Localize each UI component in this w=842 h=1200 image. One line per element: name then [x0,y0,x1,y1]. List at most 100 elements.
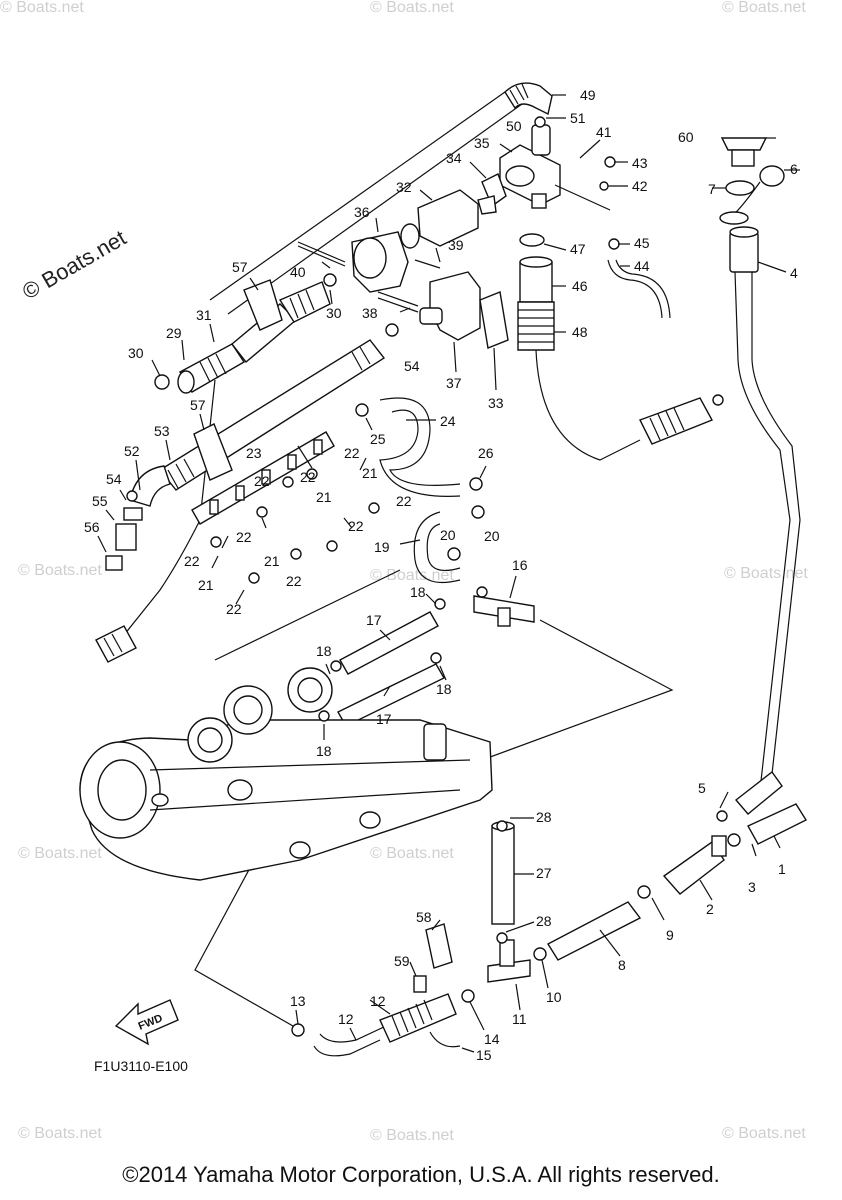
bellows [509,83,529,105]
callout-label: 51 [570,110,586,126]
callout-label: 49 [580,87,596,103]
filler-cap [720,137,768,151]
callout-label: 54 [404,358,420,374]
bellows [167,346,371,489]
watermark: © Boats.net [370,567,454,584]
callout-label: 36 [354,204,370,220]
watermark: © Boats.net [722,0,806,16]
callout-label: 45 [634,235,650,251]
bolt [297,241,346,263]
callout-label: 31 [196,307,212,323]
hose-24 [379,397,461,486]
callout-label: 22 [226,601,242,617]
callout-label: 14 [484,1031,500,1047]
watermark: © Boats.net [0,0,84,16]
callout-label: 18 [410,584,426,600]
tie-15 [429,1031,461,1048]
bolt [377,297,419,313]
callout-label: 30 [128,345,144,361]
tee-16 [497,607,511,627]
watermark: © Boats.net [370,845,454,862]
bolt [297,245,346,267]
hose-end [177,370,195,394]
hose-17 [339,611,439,675]
leader-lines [97,94,800,1053]
callout-label: 25 [370,431,386,447]
callout-label: 54 [106,471,122,487]
thermostat-port [505,165,535,187]
watermark: © Boats.net [370,0,454,16]
callout-label: 3 [748,879,756,895]
bellows [199,353,227,383]
callout-label: 44 [634,258,650,274]
callout-label: 24 [440,413,456,429]
fitting-55 [123,507,143,521]
filler-cap-6 [759,165,785,187]
callout-label: 38 [362,305,378,321]
hose-19 [413,511,461,584]
water-housing [417,189,479,247]
callout-label: 35 [474,135,490,151]
callout-label: 22 [344,445,360,461]
callout-label: 34 [446,150,462,166]
filler-cap [731,149,755,167]
bellows [289,289,315,319]
callout-label: 21 [198,577,214,593]
callout-label: 39 [448,237,464,253]
callout-label: 18 [316,743,332,759]
callout-label: 20 [484,528,500,544]
watermark-main: © Boats.net [18,225,130,304]
fitting-55 [115,523,137,551]
callout-label: 22 [254,473,270,489]
callout-label: 6 [790,161,798,177]
tee-11 [487,959,531,983]
bellows-13 [379,993,457,1043]
callout-label: 10 [546,989,562,1005]
hose-48-path [535,349,641,461]
clamps [126,116,741,1037]
bolt-59 [413,975,427,993]
hose-elbow [504,82,553,116]
callout-label: 12 [338,1011,354,1027]
y-joint-port [711,835,727,857]
seal-7 [725,180,755,196]
callout-label: 52 [124,443,140,459]
hose-24 [379,409,461,497]
callout-label: 30 [326,305,342,321]
callout-label: 13 [290,993,306,1009]
fwd-arrow-icon [114,999,179,1046]
hose-19 [426,523,461,571]
callout-label: 28 [536,913,552,929]
callout-label: 48 [572,324,588,340]
callout-label: 40 [290,264,306,280]
housing-37 [429,271,481,341]
callout-label: 4 [790,265,798,281]
filler-hose [751,272,801,793]
callout-label: 32 [396,179,412,195]
callout-label: 21 [316,489,332,505]
bellows [518,309,554,343]
callout-label: 46 [572,278,588,294]
callout-label: 7 [708,181,716,197]
bolt [414,259,441,269]
watermark: © Boats.net [18,1125,102,1142]
watermark: © Boats.net [722,1125,806,1142]
callout-label: 22 [286,573,302,589]
o-ring [719,211,749,225]
callout-label: 2 [706,901,714,917]
callout-label: 9 [666,927,674,943]
bracket-57 [193,423,233,481]
bellows-upper [278,281,331,323]
hose-5 [734,770,783,815]
callout-label: 22 [184,553,200,569]
y-joint-2 [662,841,725,895]
bolt [377,291,419,307]
bracket-58 [425,923,453,969]
hose-end [519,256,553,268]
reference-line [214,569,401,661]
callout-label: 23 [246,445,262,461]
callout-label: 47 [570,241,586,257]
callout-label: 22 [300,469,316,485]
callout-label: 53 [154,423,170,439]
callout-label: 26 [478,445,494,461]
